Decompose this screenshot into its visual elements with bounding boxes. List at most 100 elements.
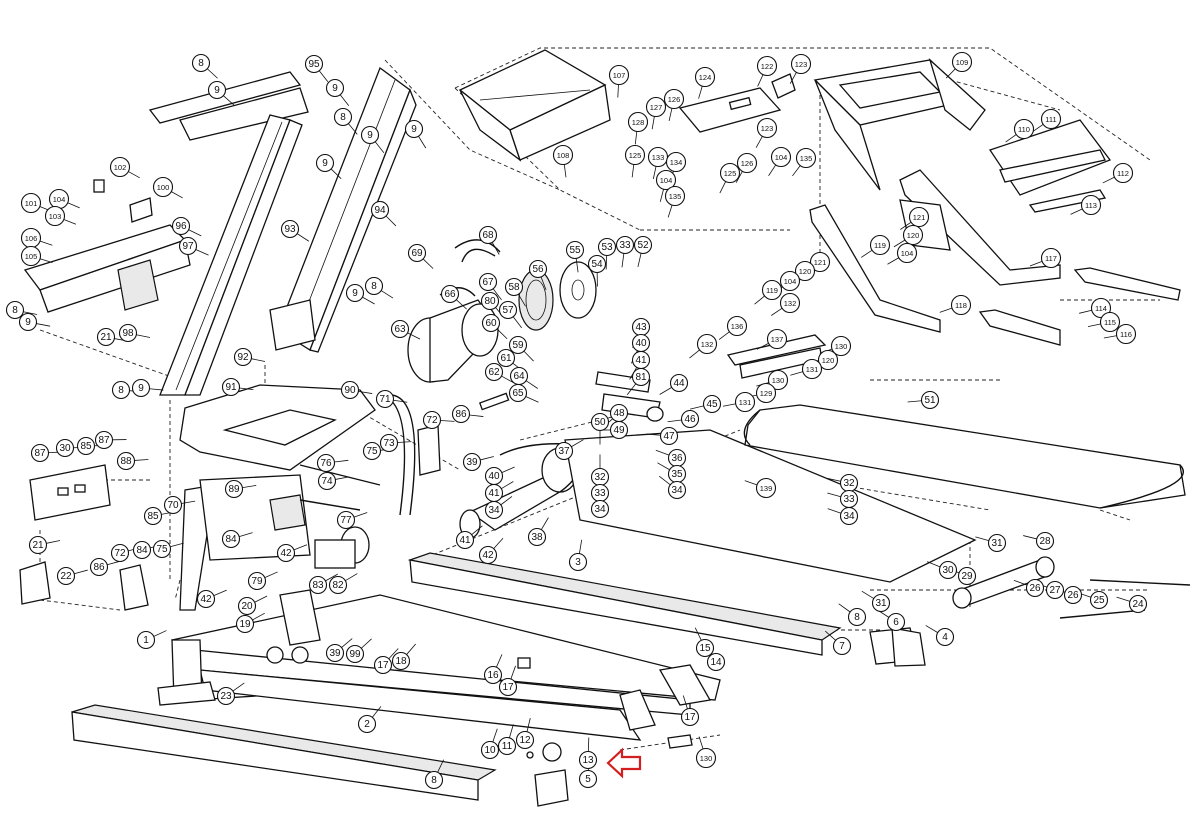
callout-leader-line xyxy=(523,350,534,362)
callout-number: 39 xyxy=(329,648,341,659)
callout-102: 102 xyxy=(109,156,131,178)
callout-45: 45 xyxy=(702,394,722,414)
callout-96: 96 xyxy=(171,216,191,236)
callout-93: 93 xyxy=(280,219,300,239)
callout-number: 73 xyxy=(383,438,395,449)
callout-107: 107 xyxy=(608,64,630,86)
callout-leader-line xyxy=(525,396,539,403)
callout-leader-line xyxy=(975,536,989,542)
callout-leader-line xyxy=(501,375,514,384)
callout-leader-line xyxy=(361,638,372,649)
callout-42: 42 xyxy=(196,589,216,609)
callout-number: 44 xyxy=(673,378,685,389)
callout-leader-line xyxy=(1087,323,1102,328)
callout-number: 60 xyxy=(485,318,497,329)
callout-number: 23 xyxy=(220,691,232,702)
callout-39: 39 xyxy=(462,452,482,472)
callout-131: 131 xyxy=(801,358,823,380)
callout-9: 9 xyxy=(207,80,227,100)
callout-number: 117 xyxy=(1045,254,1057,263)
callout-number: 22 xyxy=(60,571,72,582)
callout-number: 133 xyxy=(652,153,665,162)
callout-71: 71 xyxy=(375,389,395,409)
callout-128: 128 xyxy=(627,111,649,133)
callout-number: 104 xyxy=(901,249,914,258)
callout-4: 4 xyxy=(935,627,955,647)
callout-number: 89 xyxy=(228,484,240,495)
callout-number: 9 xyxy=(25,317,31,328)
callout-leader-line xyxy=(659,387,672,395)
callout-number: 1 xyxy=(143,635,149,646)
callout-number: 104 xyxy=(775,153,788,162)
callout-number: 49 xyxy=(613,425,625,436)
callout-number: 109 xyxy=(956,58,969,67)
callout-number: 114 xyxy=(1095,304,1107,313)
callout-leader-line xyxy=(1070,208,1084,215)
callout-leader-line xyxy=(74,569,88,575)
callout-number: 25 xyxy=(1093,595,1105,606)
callout-115: 115 xyxy=(1099,311,1121,333)
callout-number: 53 xyxy=(601,242,613,253)
callout-leader-line xyxy=(223,95,235,106)
callout-leader-line xyxy=(540,517,549,530)
callout-48: 48 xyxy=(609,403,629,423)
callout-number: 126 xyxy=(668,95,681,104)
callout-leader-line xyxy=(634,130,638,145)
callout-number: 106 xyxy=(25,234,38,243)
callout-126: 126 xyxy=(736,152,758,174)
callout-84: 84 xyxy=(221,529,241,549)
callout-number: 111 xyxy=(1045,115,1056,124)
callout-number: 50 xyxy=(594,417,606,428)
callout-17: 17 xyxy=(498,677,518,697)
callout-number: 91 xyxy=(225,382,237,393)
callout-number: 85 xyxy=(147,511,159,522)
callout-leader-line xyxy=(388,648,399,660)
side-rail-left xyxy=(71,704,497,801)
callout-leader-line xyxy=(339,94,350,107)
callout-leader-line xyxy=(682,695,688,710)
callout-120: 120 xyxy=(817,349,839,371)
callout-9: 9 xyxy=(315,153,335,173)
callout-number: 47 xyxy=(663,431,675,442)
callout-leader-line xyxy=(393,399,408,403)
callout-number: 120 xyxy=(799,267,812,276)
callout-99: 99 xyxy=(345,644,365,664)
callout-leader-line xyxy=(264,571,278,578)
callout-12: 12 xyxy=(515,730,535,750)
callout-leader-line xyxy=(456,299,467,310)
callout-41: 41 xyxy=(631,350,651,370)
callout-leader-line xyxy=(637,253,642,268)
callout-30: 30 xyxy=(938,560,958,580)
callout-leader-line xyxy=(754,295,766,305)
callout-33: 33 xyxy=(615,235,635,255)
callout-leader-line xyxy=(689,349,701,359)
callout-leader-line xyxy=(926,561,941,568)
callout-leader-line xyxy=(252,612,265,621)
callout-21: 21 xyxy=(28,535,48,555)
callout-20: 20 xyxy=(237,596,257,616)
callout-number: 31 xyxy=(875,598,887,609)
callout-leader-line xyxy=(651,115,655,130)
callout-135: 135 xyxy=(664,185,686,207)
callout-104: 104 xyxy=(896,242,918,264)
callout-120: 120 xyxy=(794,260,816,282)
callout-number: 33 xyxy=(843,494,855,505)
callout-number: 130 xyxy=(835,342,848,351)
callout-leader-line xyxy=(325,573,338,582)
callout-34: 34 xyxy=(839,506,859,526)
callout-130: 130 xyxy=(695,747,717,769)
callout-leader-line xyxy=(698,85,703,99)
callout-69: 69 xyxy=(407,243,427,263)
callout-number: 26 xyxy=(1029,583,1041,594)
callout-number: 131 xyxy=(806,365,819,374)
callout-65: 65 xyxy=(508,383,528,403)
callout-number: 10 xyxy=(484,745,496,756)
callout-number: 119 xyxy=(766,286,778,295)
callout-40: 40 xyxy=(631,333,651,353)
callout-number: 8 xyxy=(12,305,18,316)
callout-9: 9 xyxy=(404,119,424,139)
callout-leader-line xyxy=(735,170,744,183)
callout-35: 35 xyxy=(667,464,687,484)
callout-97: 97 xyxy=(178,236,198,256)
